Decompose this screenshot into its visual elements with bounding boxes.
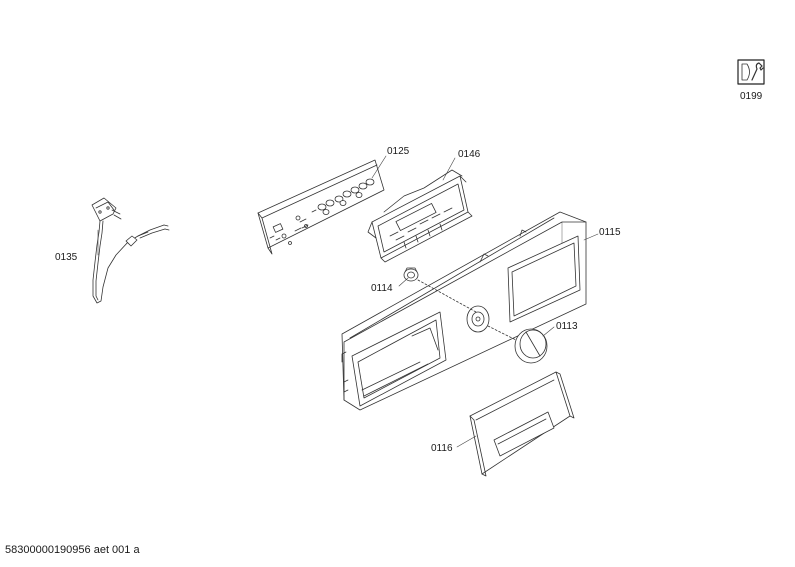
part-label-0113: 0113	[556, 321, 578, 332]
leader-lines	[97, 155, 599, 448]
indicator-cap-part	[403, 267, 477, 313]
wrench-icon	[737, 59, 765, 85]
drawer-handle-part	[469, 371, 575, 477]
control-board-part	[257, 159, 385, 255]
part-label-0116: 0116	[431, 443, 453, 454]
part-label-0146: 0146	[458, 149, 481, 160]
part-label-0114: 0114	[371, 283, 393, 294]
part-label-0199: 0199	[740, 91, 763, 102]
selector-knob-part	[487, 325, 548, 364]
part-label-0125: 0125	[387, 146, 410, 157]
part-label-0115: 0115	[599, 227, 621, 238]
display-board-part	[367, 169, 473, 263]
power-cable-part	[91, 197, 170, 304]
part-label-0135: 0135	[55, 252, 78, 263]
document-code: 58300000190956 aet 001 a	[5, 544, 140, 556]
control-panel-part	[341, 211, 587, 411]
